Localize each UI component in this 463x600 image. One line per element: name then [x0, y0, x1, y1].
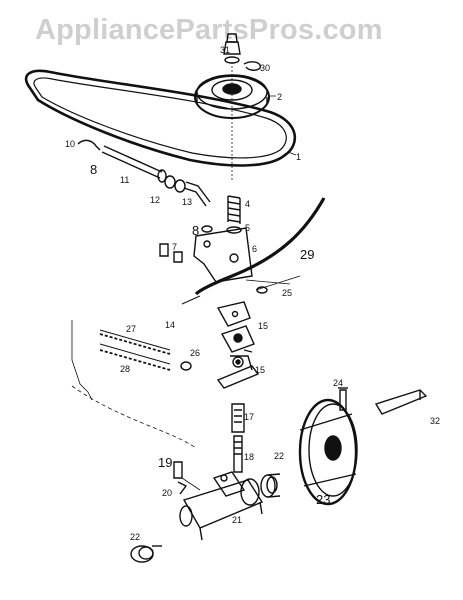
pivot-plate-upper — [216, 301, 255, 353]
callout-2: 2 — [277, 92, 282, 102]
nut-and-clip — [223, 33, 261, 71]
callout-1: 1 — [296, 152, 301, 162]
callout-8b: 8 — [192, 223, 199, 238]
idler-rod — [77, 139, 211, 207]
callout-13: 13 — [182, 197, 192, 207]
callout-29: 29 — [300, 247, 314, 262]
callout-22b: 22 — [274, 451, 284, 461]
callout-22a: 22 — [130, 532, 140, 542]
callout-23: 23 — [316, 492, 330, 507]
callout-12: 12 — [150, 195, 160, 205]
callout-7: 7 — [172, 242, 177, 252]
control-cable — [194, 197, 326, 296]
gear-housing — [179, 471, 264, 541]
callout-27: 27 — [126, 324, 136, 334]
callout-17: 17 — [244, 412, 254, 422]
vertical-shaft — [231, 403, 245, 473]
callout-30: 30 — [260, 63, 270, 73]
callout-32: 32 — [430, 416, 440, 426]
callout-4: 4 — [245, 199, 250, 209]
callout-10: 10 — [65, 139, 75, 149]
watermark: AppliancePartsPros.com — [35, 14, 383, 46]
bolt-set-7-8 — [159, 225, 213, 263]
bushing-left — [130, 545, 162, 563]
callout-11: 11 — [120, 175, 129, 185]
callout-15a: 15 — [258, 321, 268, 331]
callout-19: 19 — [158, 455, 172, 470]
linkage-cables — [71, 320, 197, 449]
callout-15b: 15 — [255, 365, 265, 375]
callout-18: 18 — [244, 452, 254, 462]
callout-21: 21 — [232, 515, 242, 525]
callout-labels: 2 1 31 30 10 8 11 12 13 4 5 8 7 6 29 25 … — [65, 45, 440, 542]
callout-28: 28 — [120, 364, 130, 374]
drive-pulley — [298, 398, 358, 506]
v-belt — [24, 69, 297, 167]
idler-bracket — [193, 227, 253, 283]
callout-14: 14 — [165, 320, 175, 330]
callout-26: 26 — [190, 348, 200, 358]
bushing-right — [260, 473, 281, 498]
callout-8a: 8 — [90, 162, 97, 177]
callout-25: 25 — [282, 288, 292, 298]
control-arm — [216, 355, 260, 389]
callout-20: 20 — [162, 488, 172, 498]
spring-assembly — [226, 195, 242, 234]
callout-31: 31 — [220, 45, 230, 55]
callout-6: 6 — [252, 244, 257, 254]
drive-shaft — [374, 389, 428, 415]
callout-5: 5 — [245, 223, 250, 233]
callout-24: 24 — [333, 378, 343, 388]
